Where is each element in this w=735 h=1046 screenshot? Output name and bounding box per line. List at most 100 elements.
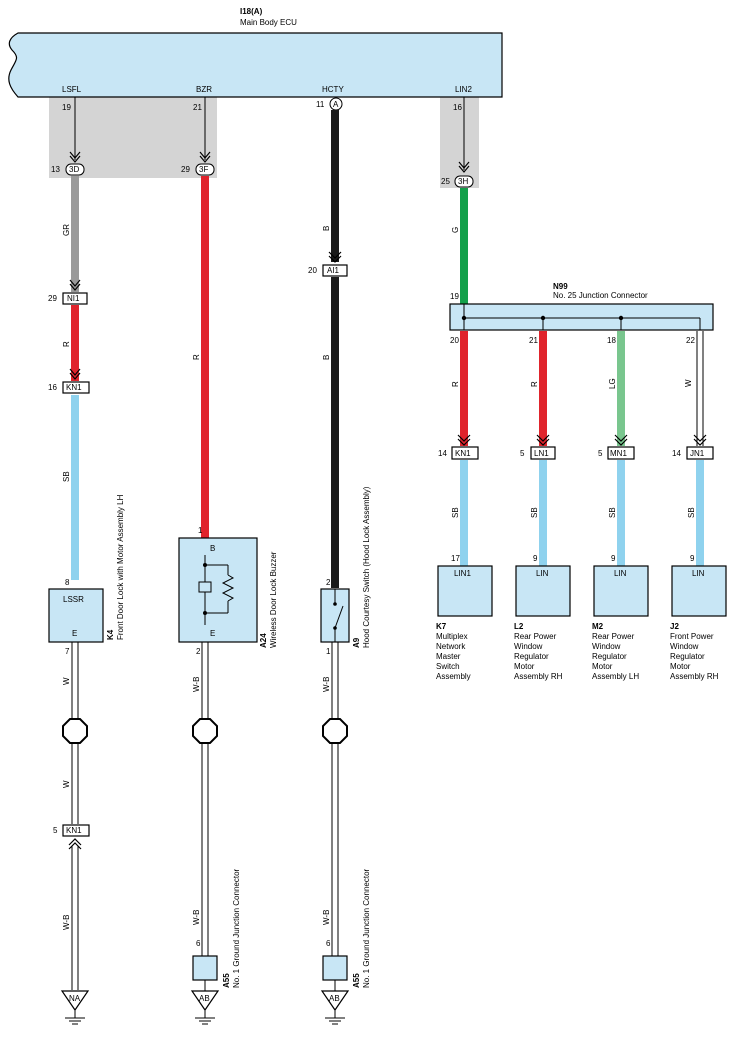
arrow-c1-up bbox=[68, 838, 82, 850]
device-k4 bbox=[48, 588, 104, 643]
device-name-line: Rear Power bbox=[592, 632, 635, 641]
wire-color-label: W-B bbox=[192, 677, 201, 692]
pin-label: 29 bbox=[181, 165, 190, 174]
wire-color-label: G bbox=[451, 227, 460, 233]
buzzer-symbol bbox=[198, 555, 235, 625]
device-name: No. 1 Ground Junction Connector bbox=[232, 868, 241, 988]
pin-label: 20 bbox=[308, 266, 317, 275]
wire-color-label: W bbox=[62, 780, 71, 788]
junction-id: N99 bbox=[553, 282, 568, 291]
device-id: J2 bbox=[670, 622, 679, 631]
ground-label: NA bbox=[69, 994, 81, 1003]
arrow-c3 bbox=[328, 251, 342, 263]
connector-kn1-branch bbox=[451, 446, 479, 460]
pin-label: 18 bbox=[607, 336, 616, 345]
ecu-terminal-hcty: HCTY bbox=[322, 85, 344, 94]
ground-label: AB bbox=[199, 994, 210, 1003]
arrow-c4 bbox=[458, 161, 470, 173]
pin-label: 11 bbox=[316, 100, 325, 109]
connector-code: KN1 bbox=[66, 383, 82, 392]
connector-ln1 bbox=[530, 446, 556, 460]
wire-color-label: R bbox=[62, 341, 71, 347]
device-name-line: Front Power bbox=[670, 632, 714, 641]
device-id: A24 bbox=[259, 633, 268, 648]
device-id: A55 bbox=[352, 973, 361, 988]
junction-dot bbox=[203, 611, 207, 615]
arrow-c1 bbox=[69, 368, 81, 380]
connector-kn1-lower bbox=[62, 824, 90, 837]
device-id: K7 bbox=[436, 622, 447, 631]
device-name-line: Window bbox=[514, 642, 543, 651]
ground-triangle-ab bbox=[320, 990, 350, 1012]
pin-label: 1 bbox=[198, 526, 203, 535]
connector-code: NI1 bbox=[67, 294, 80, 303]
wire-color-label: SB bbox=[62, 471, 71, 482]
device-name: Wireless Door Lock Buzzer bbox=[269, 551, 278, 648]
connector-code: MN1 bbox=[610, 449, 627, 458]
pin-label: 8 bbox=[65, 578, 70, 587]
wire-color-label: W-B bbox=[322, 910, 331, 925]
device-name-line: Assembly RH bbox=[670, 672, 719, 681]
wire-color-label: SB bbox=[451, 507, 460, 518]
arrow-c2 bbox=[199, 151, 211, 163]
wire-color-label: SB bbox=[687, 507, 696, 518]
device-terminal: B bbox=[210, 544, 215, 553]
pin-label: 21 bbox=[529, 336, 538, 345]
device-id: A55 bbox=[222, 973, 231, 988]
pin-label: 22 bbox=[686, 336, 695, 345]
device-name-line: Network bbox=[436, 642, 466, 651]
device-name-line: Assembly LH bbox=[592, 672, 639, 681]
connector-code: 3F bbox=[199, 165, 208, 174]
wire-color-label: R bbox=[451, 381, 460, 387]
pin-label: 16 bbox=[453, 103, 462, 112]
wire-color-label: SB bbox=[608, 507, 617, 518]
device-terminal: LIN bbox=[614, 569, 627, 578]
device-name-line: Assembly RH bbox=[514, 672, 563, 681]
device-id: L2 bbox=[514, 622, 524, 631]
device-id: A9 bbox=[352, 637, 361, 648]
arrow-branch bbox=[693, 434, 707, 446]
junction-dot bbox=[333, 626, 337, 630]
connector-code: KN1 bbox=[66, 826, 82, 835]
pin-label: 1 bbox=[326, 647, 331, 656]
ground-triangle-ab bbox=[190, 990, 220, 1012]
ecu-terminal-lsfl: LSFL bbox=[62, 85, 82, 94]
wire-color-label: R bbox=[192, 354, 201, 360]
connector-code: AI1 bbox=[327, 266, 340, 275]
device-terminal: LIN bbox=[692, 569, 705, 578]
device-m2 bbox=[593, 565, 649, 617]
pin-label: 19 bbox=[450, 292, 459, 301]
connector-kn1 bbox=[62, 381, 90, 394]
connector-code: JN1 bbox=[690, 449, 705, 458]
wire-color-label: W-B bbox=[192, 910, 201, 925]
pin-label: 6 bbox=[196, 939, 201, 948]
device-name-line: Motor bbox=[592, 662, 613, 671]
device-a55-2 bbox=[322, 955, 348, 981]
pin-label: 29 bbox=[48, 294, 57, 303]
wire-color-label: GR bbox=[62, 224, 71, 236]
junction-name: No. 25 Junction Connector bbox=[553, 291, 648, 300]
device-l2 bbox=[515, 565, 571, 617]
wire-color-label: W-B bbox=[62, 915, 71, 930]
connector-ai1 bbox=[322, 264, 348, 277]
connector-jn1 bbox=[686, 446, 714, 460]
pin-label: 17 bbox=[451, 554, 460, 563]
pin-label: 19 bbox=[62, 103, 71, 112]
wire-color-label: W-B bbox=[322, 677, 331, 692]
wire-color-label: LG bbox=[608, 378, 617, 389]
pin-label: 5 bbox=[53, 826, 58, 835]
wire-color-label: R bbox=[530, 381, 539, 387]
junction-dot bbox=[618, 315, 624, 321]
connector-3f bbox=[195, 163, 215, 176]
device-terminal: E bbox=[210, 629, 215, 638]
device-name-line: Window bbox=[592, 642, 621, 651]
connector-3h bbox=[454, 175, 474, 188]
wire-color-label: B bbox=[322, 355, 331, 360]
pin-label: 13 bbox=[51, 165, 60, 174]
ground-triangle-na bbox=[60, 990, 90, 1012]
arrow-branch bbox=[457, 434, 471, 446]
pin-label: 5 bbox=[520, 449, 525, 458]
device-j2 bbox=[671, 565, 727, 617]
connector-mn1 bbox=[607, 446, 635, 460]
device-id: K4 bbox=[106, 629, 115, 640]
